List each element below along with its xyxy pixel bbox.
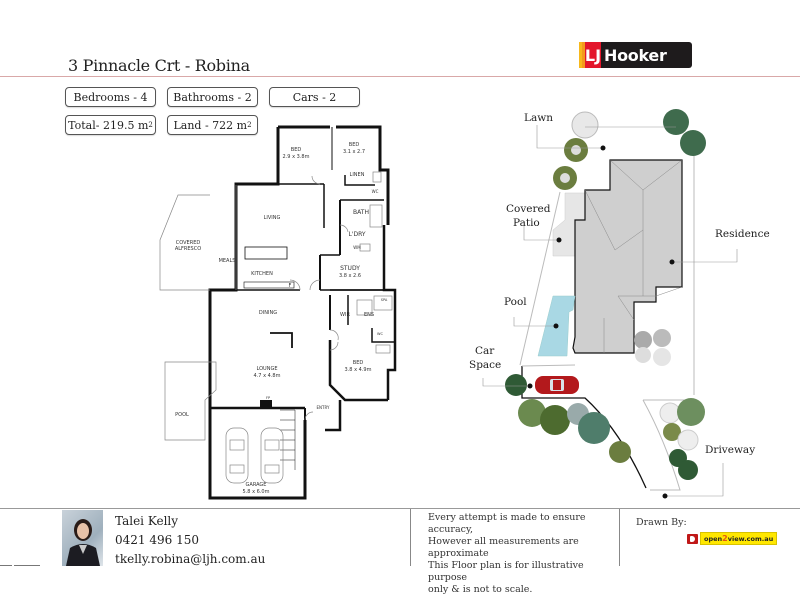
disclaimer-line-3: This Floor plan is for illustrative purp… (428, 560, 584, 583)
stat-total-area-value: Total- 219.5 m (68, 118, 149, 132)
trees (505, 109, 706, 480)
lj-hooker-logo: LJ Hooker (579, 42, 692, 68)
room-kitchen: KITCHEN (251, 271, 273, 277)
room-fridge: F (289, 283, 292, 289)
stat-land-area-unit-sup: 2 (247, 121, 252, 129)
room-labels: BED 2.9 x 3.8m BED 3.1 x 2.7 LINEN WC BA… (175, 142, 388, 495)
logo-stripe-yellow (579, 42, 582, 68)
room-ensuite: ENS (364, 312, 374, 318)
car-icon (535, 376, 579, 394)
label-driveway: Driveway (705, 444, 756, 456)
room-linen: LINEN (350, 172, 365, 178)
label-car-space-line1: Car (475, 345, 495, 357)
disclaimer: Every attempt is made to ensure accuracy… (428, 512, 618, 596)
room-entry: ENTRY (317, 405, 330, 410)
open2view-text-num: 2 (722, 534, 728, 543)
room-wc-2: WC (377, 332, 383, 336)
open2view-icon (687, 533, 698, 544)
room-garage-size: 5.8 x 6.0m (243, 489, 270, 495)
stat-bedrooms: Bedrooms - 4 (65, 87, 156, 107)
logo-name: Hooker (601, 42, 692, 68)
agent-avatar (62, 510, 103, 566)
footer-column-divider-2 (619, 509, 620, 566)
disclaimer-line-2: However all measurements are approximate (428, 536, 579, 559)
logo-mark: LJ (585, 42, 601, 68)
disclaimer-line-1: Every attempt is made to ensure accuracy… (428, 512, 586, 535)
footer-divider (0, 508, 800, 509)
label-covered-patio-line2: Patio (513, 217, 540, 229)
room-bed-1-size: 2.9 x 3.8m (283, 154, 310, 160)
footer-dash (14, 565, 40, 566)
agent-email[interactable]: tkelly.robina@ljh.com.au (115, 552, 266, 566)
stat-bathrooms: Bathrooms - 2 (167, 87, 258, 107)
agent-contact: Talei Kelly 0421 496 150 tkelly.robina@l… (115, 512, 265, 569)
label-residence: Residence (715, 228, 770, 240)
room-wm: WM (353, 245, 361, 250)
label-car-space-line2: Space (469, 359, 502, 371)
page-title: 3 Pinnacle Crt - Robina (68, 56, 250, 75)
room-garage: GARAGE (246, 482, 267, 488)
room-bed-2-size: 3.1 x 2.7 (343, 149, 365, 155)
residence-roof (572, 159, 683, 354)
drawn-by-label: Drawn By: (636, 517, 687, 528)
footer-dash (0, 565, 12, 566)
logo-stripe-orange (582, 42, 585, 68)
floor-plan: BED 2.9 x 3.8m BED 3.1 x 2.7 LINEN WC BA… (159, 125, 397, 500)
stat-total-area-unit-sup: 2 (148, 121, 153, 129)
room-pool: POOL (175, 412, 189, 418)
room-bed-1: BED (291, 147, 302, 153)
open2view-logo: open2view.com.au (687, 532, 778, 545)
open2view-text-pre: open (704, 535, 723, 543)
room-lounge: LOUNGE (257, 366, 278, 372)
room-wc-1: WC (372, 189, 379, 194)
room-spa: SPA (381, 298, 388, 302)
agent-name: Talei Kelly (115, 514, 179, 528)
open2view-text: open2view.com.au (700, 532, 778, 545)
room-bath: BATH (353, 209, 369, 216)
agent-phone[interactable]: 0421 496 150 (115, 533, 199, 547)
label-covered-patio-line1: Covered (506, 203, 551, 215)
footer-column-divider-1 (410, 509, 411, 566)
room-meals: MEALS (219, 258, 236, 264)
open2view-text-post: view.com.au (727, 535, 774, 543)
site-plan (482, 109, 738, 499)
stat-land-area-value: Land - 722 m (173, 118, 248, 132)
room-wir: WIR (340, 312, 350, 318)
disclaimer-line-4: only & is not to scale. (428, 584, 533, 595)
room-bed-3-size: 3.8 x 4.9m (345, 367, 372, 373)
room-bed-2: BED (349, 142, 360, 148)
title-divider (0, 76, 800, 77)
room-study: STUDY (340, 265, 360, 272)
room-dining: DINING (259, 310, 277, 316)
room-laundry: L'DRY (348, 231, 365, 238)
room-fireplace: FP (266, 396, 270, 400)
label-lawn: Lawn (524, 112, 553, 124)
room-living: LIVING (264, 215, 281, 221)
stat-cars: Cars - 2 (269, 87, 360, 107)
room-lounge-size: 4.7 x 4.8m (254, 373, 281, 379)
room-study-size: 3.8 x 2.6 (339, 273, 361, 279)
room-bed-3: BED (353, 360, 364, 366)
label-pool: Pool (504, 296, 527, 308)
